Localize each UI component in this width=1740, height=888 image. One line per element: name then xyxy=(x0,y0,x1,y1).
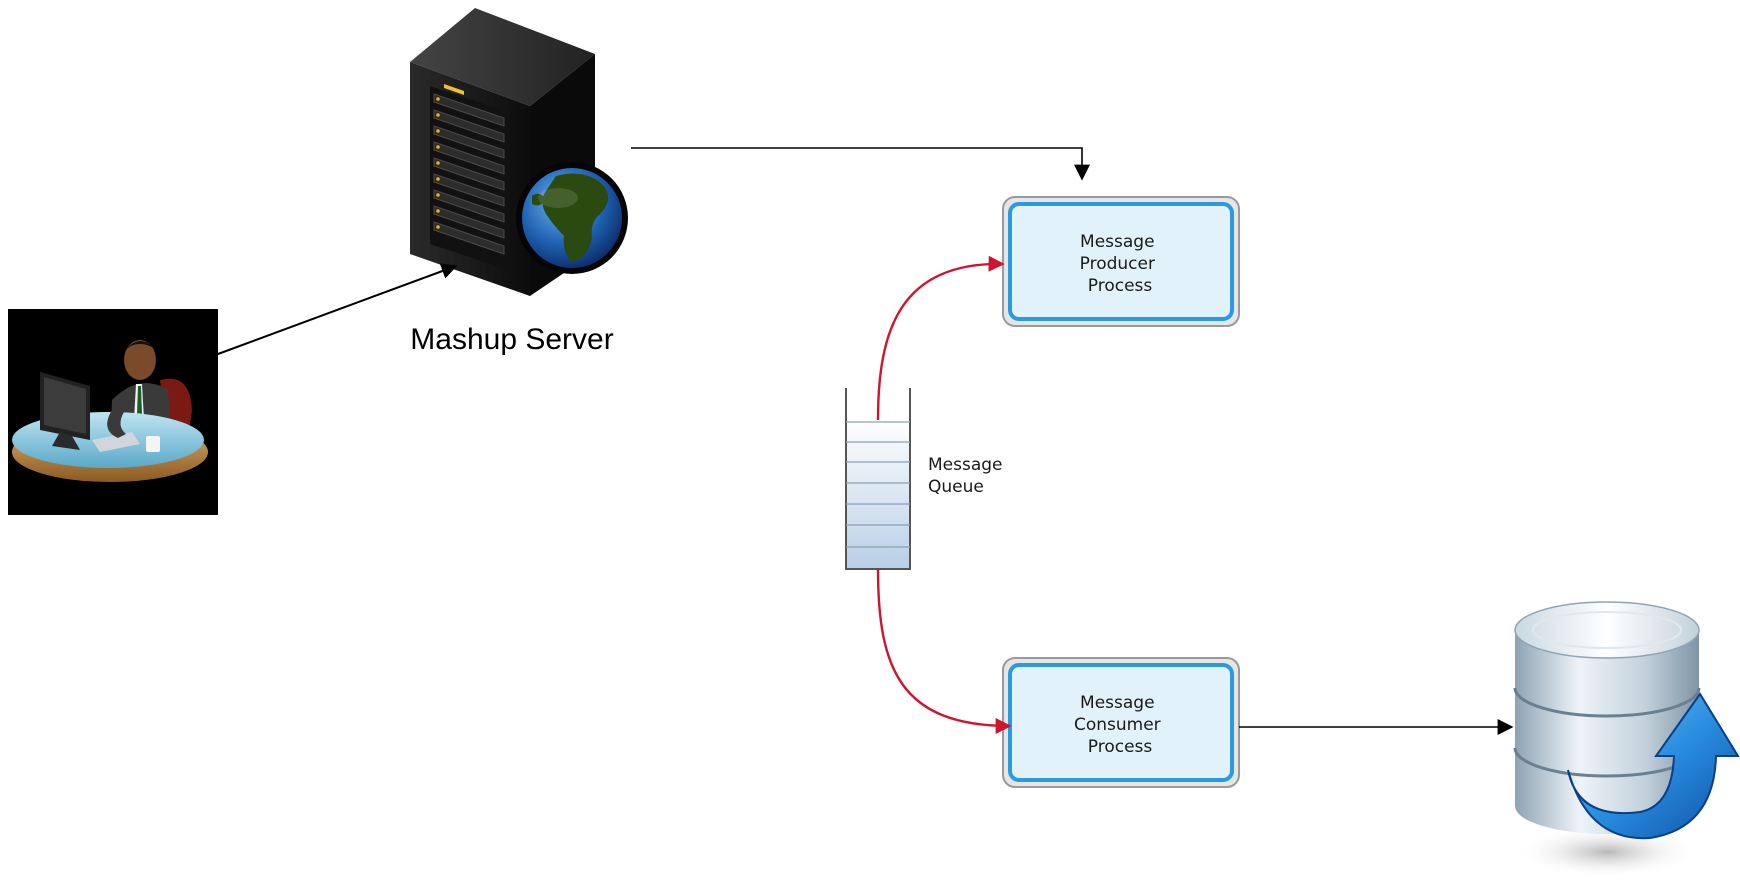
queue-label-line1: Message xyxy=(928,455,1003,475)
consumer-label-line1: Message xyxy=(1080,693,1155,713)
consumer-label-line3: Process xyxy=(1088,737,1153,757)
user-to-server-arrow xyxy=(217,263,458,355)
producer-process-box: Message Producer Process xyxy=(1002,196,1240,327)
svg-text:Message Consumer P: Message Consumer Process xyxy=(1074,693,1166,757)
producer-label-line1: Message xyxy=(1080,232,1155,252)
producer-label-line2: Producer xyxy=(1080,254,1155,274)
svg-text:Message Queue: Message Queue xyxy=(928,455,1008,497)
queue-to-producer-arrow xyxy=(876,255,1005,421)
queue-to-consumer-arrow xyxy=(876,568,1012,734)
server-tower-globe-icon xyxy=(410,8,628,296)
server-to-producer-arrow xyxy=(631,147,1090,181)
consumer-label-line2: Consumer xyxy=(1074,715,1161,735)
queue-label-line2: Queue xyxy=(928,477,984,497)
consumer-process-box: Message Consumer Process xyxy=(1002,657,1240,788)
message-queue-stack xyxy=(845,388,911,570)
svg-text:Message Producer P: Message Producer Process xyxy=(1080,232,1161,296)
server-label: Mashup Server xyxy=(410,323,613,356)
database-refresh-icon xyxy=(1513,601,1740,878)
user-at-desk-icon xyxy=(8,309,218,515)
producer-label-line3: Process xyxy=(1088,276,1153,296)
